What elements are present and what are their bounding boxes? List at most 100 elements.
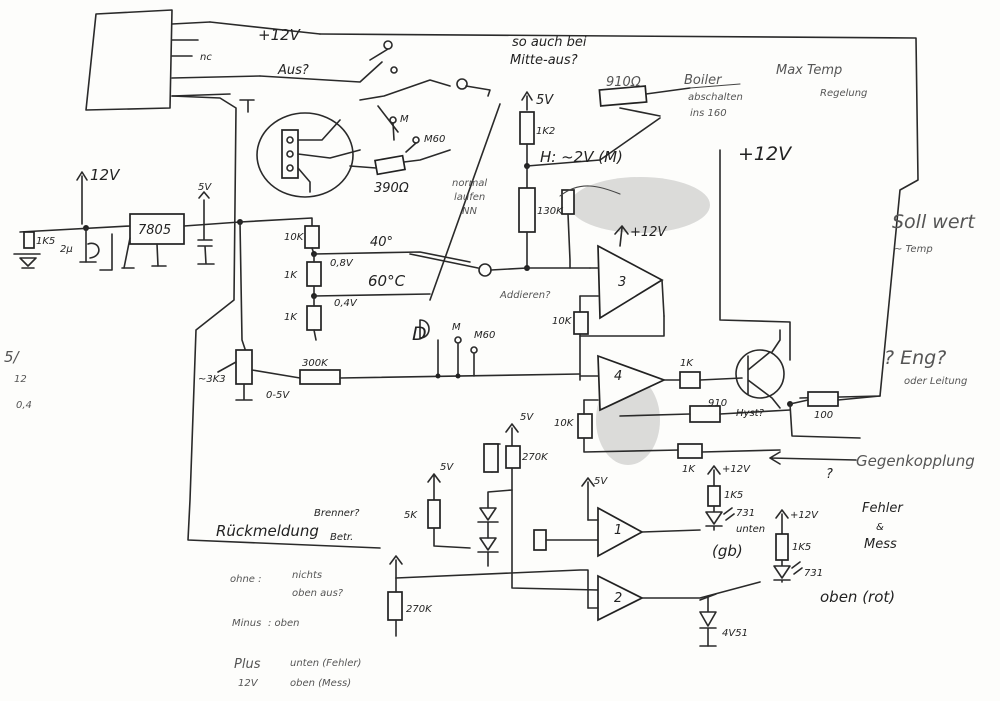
label-m-b: M	[452, 322, 461, 333]
transistor	[735, 329, 785, 409]
resistor-10k-lower	[577, 413, 593, 439]
label-r390: 390Ω	[374, 181, 409, 196]
label-plus12v-led2: +12V	[790, 510, 819, 521]
label-m60-b: M60	[474, 330, 495, 341]
label-r1k5-left: 1K5	[36, 236, 55, 247]
resistor-270k-top	[505, 445, 521, 469]
label-aus: Aus?	[277, 63, 309, 78]
label-adden: Addieren?	[499, 290, 551, 301]
label-plus12v-op3: +12V	[630, 225, 667, 240]
label-v04: 0,4V	[334, 298, 358, 309]
label-m60: M60	[424, 134, 445, 145]
label-side-5: 5/	[4, 348, 21, 366]
resistor-1k-feedback	[677, 443, 703, 459]
label-qmark: ?	[826, 467, 833, 482]
label-r1k-a: 1K	[284, 270, 298, 281]
label-m: M	[400, 114, 409, 125]
label-normal-3: NN	[462, 206, 477, 217]
label-r100: 100	[814, 410, 833, 421]
label-5v-d: 5V	[440, 462, 454, 473]
label-eng-sub: oder Leitung	[904, 376, 967, 387]
label-r1k-c: 1K	[680, 358, 694, 369]
switch-lever-line	[429, 103, 501, 301]
label-fehler-1: Fehler	[862, 501, 904, 516]
label-side-12: 12	[14, 374, 27, 385]
label-opamp2: 2	[614, 591, 622, 606]
label-mitte-aus: Mitte-aus?	[510, 53, 578, 68]
label-plus12v-right: +12V	[738, 143, 793, 165]
label-r1k-d: 1K	[682, 464, 696, 475]
label-brenner: Brenner?	[314, 508, 360, 519]
outer-loop-wire	[319, 33, 919, 399]
label-led731b: 731	[804, 568, 823, 579]
label-hyst: Hyst?	[736, 408, 765, 419]
label-gb: (gb)	[712, 542, 743, 560]
label-r1k2: 1K2	[536, 126, 555, 137]
label-hi-2v: H: ~2V (M)	[540, 148, 623, 166]
opamp-1	[587, 506, 701, 558]
label-7805: 7805	[138, 223, 171, 238]
capacitor-diode-stack	[483, 443, 499, 473]
label-ohne-sub: oben aus?	[292, 588, 344, 599]
label-plus12v-top: +12V	[258, 26, 302, 44]
label-r5k: 5K	[404, 510, 418, 521]
connector-block	[85, 9, 383, 549]
label-plus: Plus	[234, 657, 261, 672]
label-plus-sub1: unten (Fehler)	[290, 658, 361, 669]
label-minus-sub: : oben	[268, 618, 300, 629]
label-fehler-3: Mess	[864, 537, 897, 552]
smudge-top	[570, 177, 710, 233]
label-r270k-b: 270K	[406, 604, 433, 615]
label-oben-rot: oben (rot)	[820, 588, 895, 606]
label-normal-2: laufen	[454, 192, 485, 203]
label-maxtemp-2: Regelung	[820, 88, 867, 99]
label-eng: ? Eng?	[884, 347, 946, 369]
label-r1k5-a: 1K5	[724, 490, 743, 501]
label-pot3k3: ~3K3	[198, 374, 226, 385]
feedback-wire-right	[719, 149, 791, 361]
label-v08: 0,8V	[330, 258, 354, 269]
label-r10k-b: 10K	[552, 316, 573, 327]
label-r270k: 270K	[522, 452, 549, 463]
label-opamp3: 3	[618, 275, 626, 290]
label-boiler-3: ins 160	[690, 108, 727, 119]
label-r130k: 130K	[537, 206, 564, 217]
label-r300k: 300K	[302, 358, 329, 369]
label-ohne-val: nichts	[292, 570, 322, 581]
selector-switch	[256, 112, 361, 198]
label-boiler-2: abschalten	[688, 92, 743, 103]
label-plus12v-led1: +12V	[722, 464, 751, 475]
label-plus-12: 12V	[238, 678, 259, 689]
label-r10k-a: 10K	[284, 232, 305, 243]
label-r910: 910Ω	[606, 75, 641, 90]
label-side-04: 0,4	[16, 400, 32, 411]
label-led731: 731	[736, 508, 755, 519]
label-minus: Minus	[232, 618, 261, 629]
contact-d	[419, 319, 430, 339]
opamp-2	[587, 574, 761, 622]
label-ruckmeldung: Rückmeldung	[216, 522, 319, 540]
label-so-auch: so auch bei	[512, 35, 587, 50]
resistor-100	[807, 391, 839, 407]
label-boiler-1: Boiler	[684, 73, 723, 88]
label-zener: 4V51	[722, 628, 748, 639]
label-fehler-2: &	[876, 522, 884, 533]
label-r910-b: 910	[708, 398, 727, 409]
label-opamp4: 4	[614, 369, 622, 384]
switch-lever-arm	[409, 253, 479, 269]
label-sollwert-1: Soll wert	[892, 211, 976, 233]
label-v0-5: 0-5V	[266, 390, 290, 401]
label-5v-a: 5V	[536, 93, 554, 108]
resistor-300k	[299, 369, 341, 385]
resistor-1k5-left	[23, 231, 35, 249]
label-12v-left: 12V	[90, 166, 121, 184]
label-opamp1: 1	[614, 523, 622, 538]
label-normal-1: normal	[452, 178, 487, 189]
label-ohne: ohne :	[230, 574, 262, 585]
opamp-3	[579, 225, 665, 320]
label-r10k-c: 10K	[554, 418, 575, 429]
label-r1k-b: 1K	[284, 312, 298, 323]
